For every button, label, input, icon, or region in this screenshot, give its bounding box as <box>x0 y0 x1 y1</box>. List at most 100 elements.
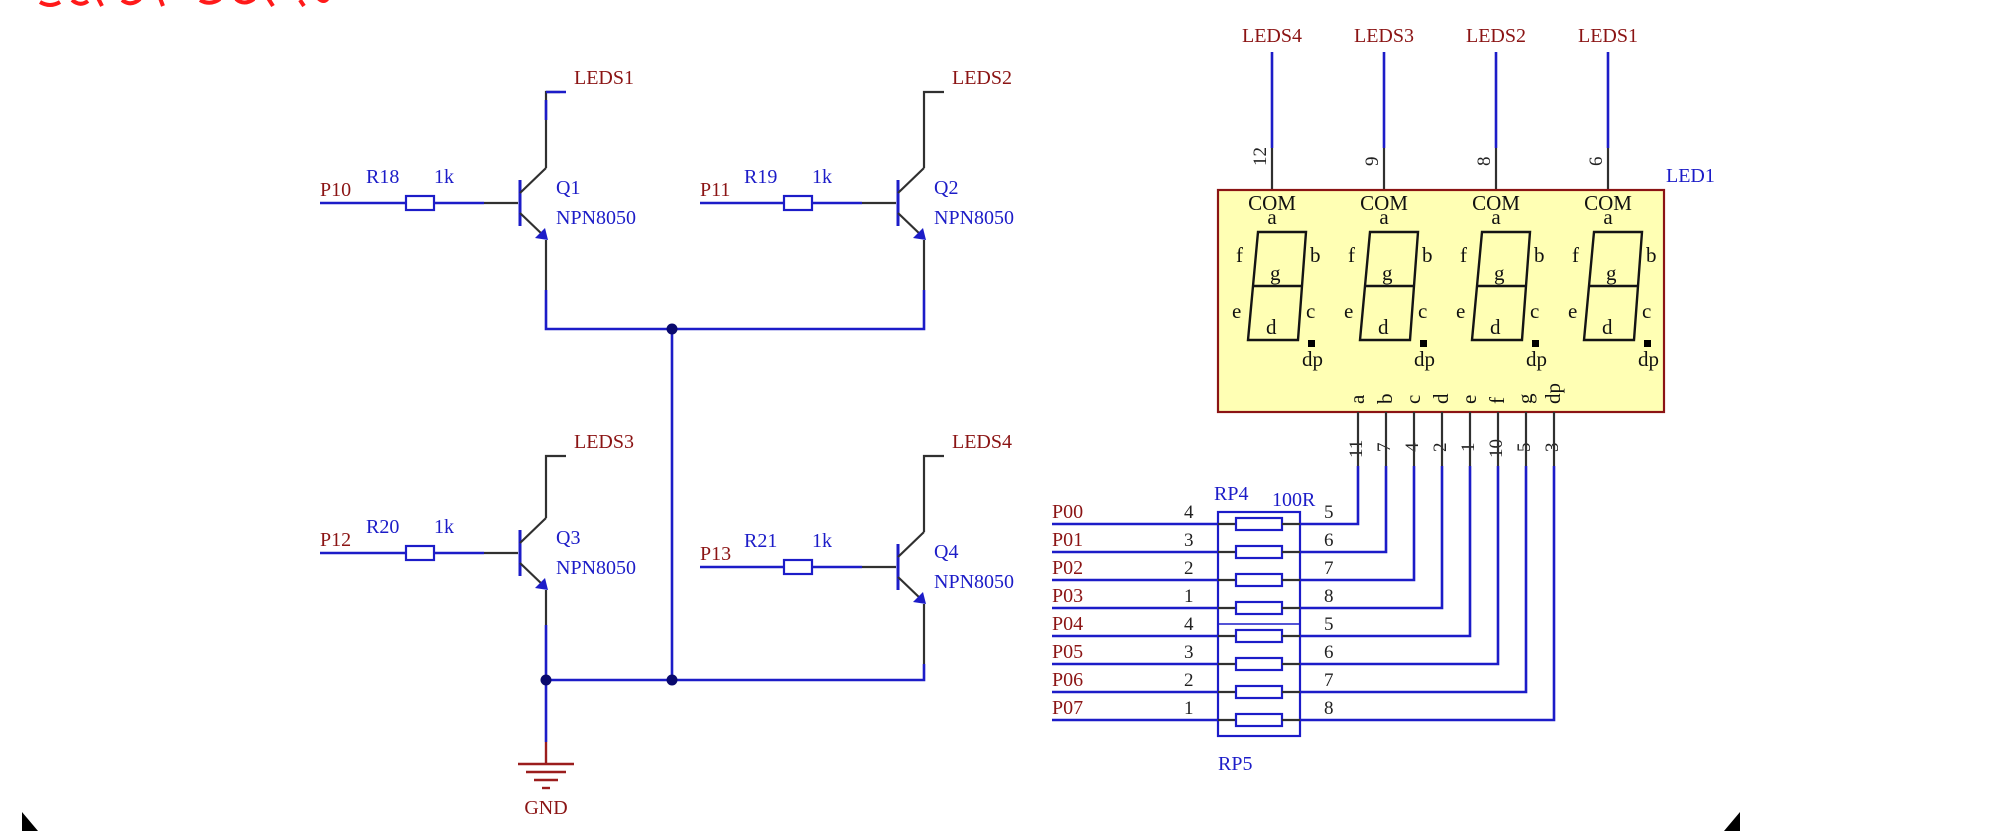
rp-right-pin: 6 <box>1324 642 1334 663</box>
net-label-leds2: LEDS2 <box>952 67 1012 89</box>
seg-label-f: f <box>1236 243 1243 267</box>
seg-label-a: a <box>1379 205 1389 229</box>
corner-mark-left <box>22 812 38 831</box>
seg-label-b: b <box>1646 243 1657 267</box>
net-label-leds1: LEDS1 <box>574 67 634 89</box>
rp-row-1: P01 3 6 <box>1052 529 1334 560</box>
bottom-pin-number: 10 <box>1486 439 1507 458</box>
pin-number: 9 <box>1362 157 1383 167</box>
rp4-value: 100R <box>1272 489 1316 511</box>
rp-left-pin: 2 <box>1184 558 1194 579</box>
seg-label-g: g <box>1270 261 1281 285</box>
seg-label-a: a <box>1267 205 1277 229</box>
net-label-leds1: LEDS1 <box>1578 25 1638 47</box>
rp-left-pin: 4 <box>1184 614 1194 635</box>
digit-3: COM a f b g e c d dp <box>1456 191 1547 371</box>
seg-label-d: d <box>1266 315 1277 339</box>
net-label-p03: P03 <box>1052 585 1083 607</box>
display-lead-stubs <box>1356 412 1556 466</box>
cropped-heading-fragment <box>38 0 329 8</box>
net-label-leds2: LEDS2 <box>1466 25 1526 47</box>
seg-label-f: f <box>1460 243 1467 267</box>
driver-q2: P11 R19 1k Q2 NPN8050 LEDS2 <box>700 67 1014 290</box>
pin-number: 12 <box>1250 147 1271 166</box>
resistor-r19 <box>782 194 814 212</box>
net-label-p06: P06 <box>1052 669 1083 691</box>
seg-label-c: c <box>1530 299 1539 323</box>
digit-2: COM a f b g e c d dp <box>1344 191 1435 371</box>
digit-outline <box>1582 230 1644 342</box>
q-model-q4: NPN8050 <box>934 571 1014 593</box>
rp4-ref: RP4 <box>1214 483 1248 505</box>
res-ref-r19: R19 <box>744 166 777 188</box>
resistor-r21 <box>782 558 814 576</box>
net-label-leds3: LEDS3 <box>574 431 634 453</box>
q-model-q3: NPN8050 <box>556 557 636 579</box>
pin-number: 6 <box>1586 157 1607 167</box>
q-model-q2: NPN8050 <box>934 207 1014 229</box>
rp-right-pin: 6 <box>1324 530 1334 551</box>
dp-dot <box>1532 340 1539 347</box>
rp-row-3: P03 1 8 <box>1052 585 1334 616</box>
resistor-r18 <box>404 194 436 212</box>
seg-label-c: c <box>1642 299 1651 323</box>
display-digits: COM a f b g e c d dp COM a f b g e c d d… <box>1232 191 1659 371</box>
net-label-p02: P02 <box>1052 557 1083 579</box>
net-label-leds4: LEDS4 <box>1242 25 1302 47</box>
bottom-pin-number: 2 <box>1430 443 1451 453</box>
bottom-pin-number: 3 <box>1542 443 1563 453</box>
driver-q3: P12 R20 1k Q3 NPN8050 LEDS3 <box>320 431 636 625</box>
seg-label-f: f <box>1572 243 1579 267</box>
digit-outline <box>1470 230 1532 342</box>
res-val-r21: 1k <box>812 530 832 552</box>
seven-segment-display <box>1216 188 1666 414</box>
rp-row-0: P00 4 5 <box>1052 501 1334 532</box>
seg-label-g: g <box>1606 261 1617 285</box>
digit-1: COM a f b g e c d dp <box>1232 191 1323 371</box>
seg-label-g: g <box>1494 261 1505 285</box>
bottom-pin-name: b <box>1373 394 1397 405</box>
emitter-bus <box>540 290 926 742</box>
seg-label-e: e <box>1456 299 1465 323</box>
rp-right-pin: 5 <box>1324 502 1334 523</box>
rp-left-pin: 2 <box>1184 670 1194 691</box>
rp-left-pin: 3 <box>1184 642 1194 663</box>
rp5-ref: RP5 <box>1218 753 1252 775</box>
junction-dot <box>666 674 678 686</box>
seg-label-dp: dp <box>1302 347 1323 371</box>
net-label-p13: P13 <box>700 543 731 565</box>
com-label: COM <box>1584 191 1632 215</box>
dp-dot <box>1420 340 1427 347</box>
digit-outline <box>1358 230 1420 342</box>
seg-label-dp: dp <box>1414 347 1435 371</box>
rp-row-5: P05 3 6 <box>1052 641 1334 672</box>
q-ref-q1: Q1 <box>556 177 580 199</box>
junction-dot <box>540 674 552 686</box>
bottom-pin-number: 4 <box>1402 442 1423 452</box>
q-model-q1: NPN8050 <box>556 207 636 229</box>
junction-dot <box>666 323 678 335</box>
q-ref-q3: Q3 <box>556 527 580 549</box>
bottom-pin-name: g <box>1513 393 1537 404</box>
ground-symbol: GND <box>518 742 574 819</box>
net-label-p07: P07 <box>1052 697 1083 719</box>
net-label-p10: P10 <box>320 179 351 201</box>
net-label-p12: P12 <box>320 529 351 551</box>
net-label-leds3: LEDS3 <box>1354 25 1414 47</box>
seg-label-dp: dp <box>1526 347 1547 371</box>
seg-label-c: c <box>1418 299 1427 323</box>
rp-row-4: P04 4 5 <box>1052 613 1334 644</box>
bottom-pin-name: dp <box>1541 383 1565 404</box>
dp-dot <box>1644 340 1651 347</box>
res-val-r19: 1k <box>812 166 832 188</box>
display-bottom-pins: a b c d e f g dp 11 7 4 2 1 10 5 3 <box>1345 383 1565 458</box>
com-label: COM <box>1472 191 1520 215</box>
display-common-wires: LEDS4 LEDS3 LEDS2 LEDS1 12 9 8 6 <box>1242 25 1638 190</box>
bottom-pin-number: 7 <box>1374 443 1395 453</box>
bottom-pin-name: e <box>1457 395 1481 404</box>
seg-label-dp: dp <box>1638 347 1659 371</box>
res-ref-r18: R18 <box>366 166 399 188</box>
gnd-label: GND <box>524 797 567 819</box>
rp-left-pin: 1 <box>1184 586 1194 607</box>
rp-row-2: P02 2 7 <box>1052 557 1334 588</box>
